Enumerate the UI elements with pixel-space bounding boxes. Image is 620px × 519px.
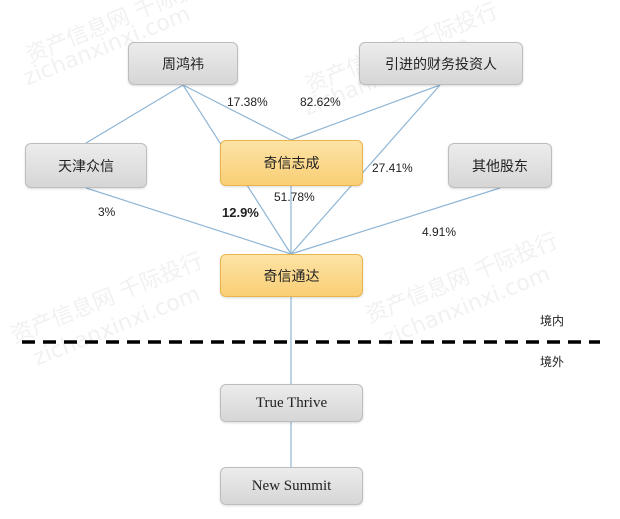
- pct-investors-tongda: 27.41%: [372, 161, 413, 175]
- pct-zhou-zhicheng: 17.38%: [227, 95, 268, 109]
- pct-others-tongda: 4.91%: [422, 225, 457, 239]
- pct-zhou-tongda: 12.9%: [222, 205, 259, 220]
- pct-zhicheng-tongda: 51.78%: [274, 190, 315, 204]
- pct-investors-zhicheng: 82.62%: [300, 95, 341, 109]
- line-zhou-tianjin: [85, 84, 184, 144]
- line-investors-tongda: [290, 84, 441, 255]
- node-true-thrive: True Thrive: [220, 384, 363, 422]
- line-zhou-zhicheng: [182, 84, 292, 141]
- line-tianjin-tongda: [85, 187, 292, 255]
- node-other-shareholders: 其他股东: [448, 143, 552, 188]
- node-qixin-zhicheng: 奇信志成: [220, 140, 363, 186]
- node-tianjin-zhongxin: 天津众信: [25, 143, 147, 188]
- label-domestic: 境内: [540, 314, 565, 328]
- node-new-summit: New Summit: [220, 467, 363, 505]
- line-others-tongda: [290, 187, 501, 255]
- node-zhou-hongyi: 周鸿祎: [128, 42, 238, 85]
- line-investors-zhicheng: [290, 84, 441, 141]
- pct-tianjin-tongda: 3%: [98, 205, 116, 219]
- node-qixin-tongda: 奇信通达: [220, 254, 363, 297]
- label-overseas: 境外: [540, 355, 565, 369]
- node-financial-investors: 引进的财务投资人: [359, 42, 523, 85]
